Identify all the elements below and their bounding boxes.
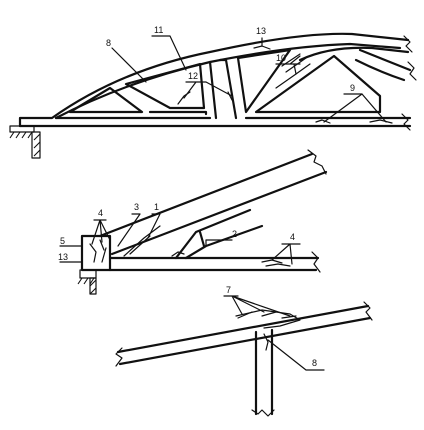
label-10: 10 — [276, 53, 286, 63]
crack-8-bottom — [263, 333, 269, 351]
middle-support — [77, 269, 97, 295]
label-7: 7 — [226, 285, 231, 295]
left-diagonal-panel — [124, 62, 206, 110]
left-lower-panel — [148, 110, 208, 116]
bottom-chord-break — [401, 113, 411, 131]
top-support — [9, 125, 41, 159]
truss-bottom-chord — [18, 116, 412, 128]
middle-top-chord — [98, 152, 328, 256]
label-5: 5 — [60, 236, 65, 246]
bottom-break-left — [115, 347, 123, 367]
crack-7 — [237, 311, 297, 319]
label-2: 2 — [232, 229, 237, 239]
label-13-top: 13 — [256, 26, 266, 36]
crack-9 — [315, 119, 393, 124]
label-8-bottom: 8 — [312, 358, 317, 368]
label-4-left: 4 — [98, 208, 103, 218]
middle-bottom-break — [311, 251, 321, 273]
crack-2 — [171, 251, 185, 257]
leader-4-left — [91, 219, 111, 245]
truss-top-chord-inner — [54, 42, 402, 120]
leader-2 — [205, 239, 233, 247]
leader-1 — [147, 213, 161, 239]
label-8-top: 8 — [106, 38, 111, 48]
leader-10 — [275, 55, 301, 75]
right-panel — [236, 48, 292, 114]
bottom-vertical-post — [254, 328, 274, 416]
top-break-right — [403, 35, 413, 53]
middle-top-break — [307, 149, 327, 175]
bottom-node-figure: 7 8 — [115, 285, 373, 417]
label-9: 9 — [350, 83, 355, 93]
truss-outer-contour — [18, 32, 410, 128]
middle-diagonal-brace — [174, 208, 264, 260]
label-4-right: 4 — [290, 232, 295, 242]
bottom-chord-upper — [116, 304, 372, 366]
label-11: 11 — [154, 25, 163, 35]
label-12: 12 — [188, 71, 198, 81]
crack-1 — [123, 225, 161, 257]
leader-7 — [223, 295, 291, 317]
crack-12b — [227, 91, 233, 101]
leader-12 — [183, 81, 233, 99]
leader-8-top — [111, 47, 147, 83]
crack-4-left — [89, 239, 107, 263]
leader-3 — [117, 213, 141, 247]
leader-4-right — [271, 243, 301, 265]
bottom-break-right — [363, 301, 373, 321]
middle-node-figure: 4 3 1 5 13 2 4 — [58, 149, 328, 295]
top-truss-figure: 13 11 8 12 10 9 — [9, 25, 417, 159]
node-gusset — [235, 309, 301, 329]
middle-diagonal-inner — [198, 230, 206, 248]
label-3: 3 — [134, 202, 139, 212]
bottom-post-break — [251, 409, 275, 417]
middle-bottom-chord — [108, 256, 320, 272]
central-post — [208, 58, 238, 120]
right-upper-arm — [354, 48, 412, 82]
label-13-mid: 13 — [58, 252, 68, 262]
leader-9 — [323, 93, 387, 123]
top-break-right-2 — [407, 61, 417, 81]
right-lower-triangle — [254, 54, 382, 114]
leader-11 — [151, 35, 187, 71]
label-1: 1 — [154, 202, 159, 212]
crack-4-right — [261, 259, 291, 267]
left-triangle-panel — [68, 86, 144, 114]
leader-8-bottom — [267, 339, 325, 371]
